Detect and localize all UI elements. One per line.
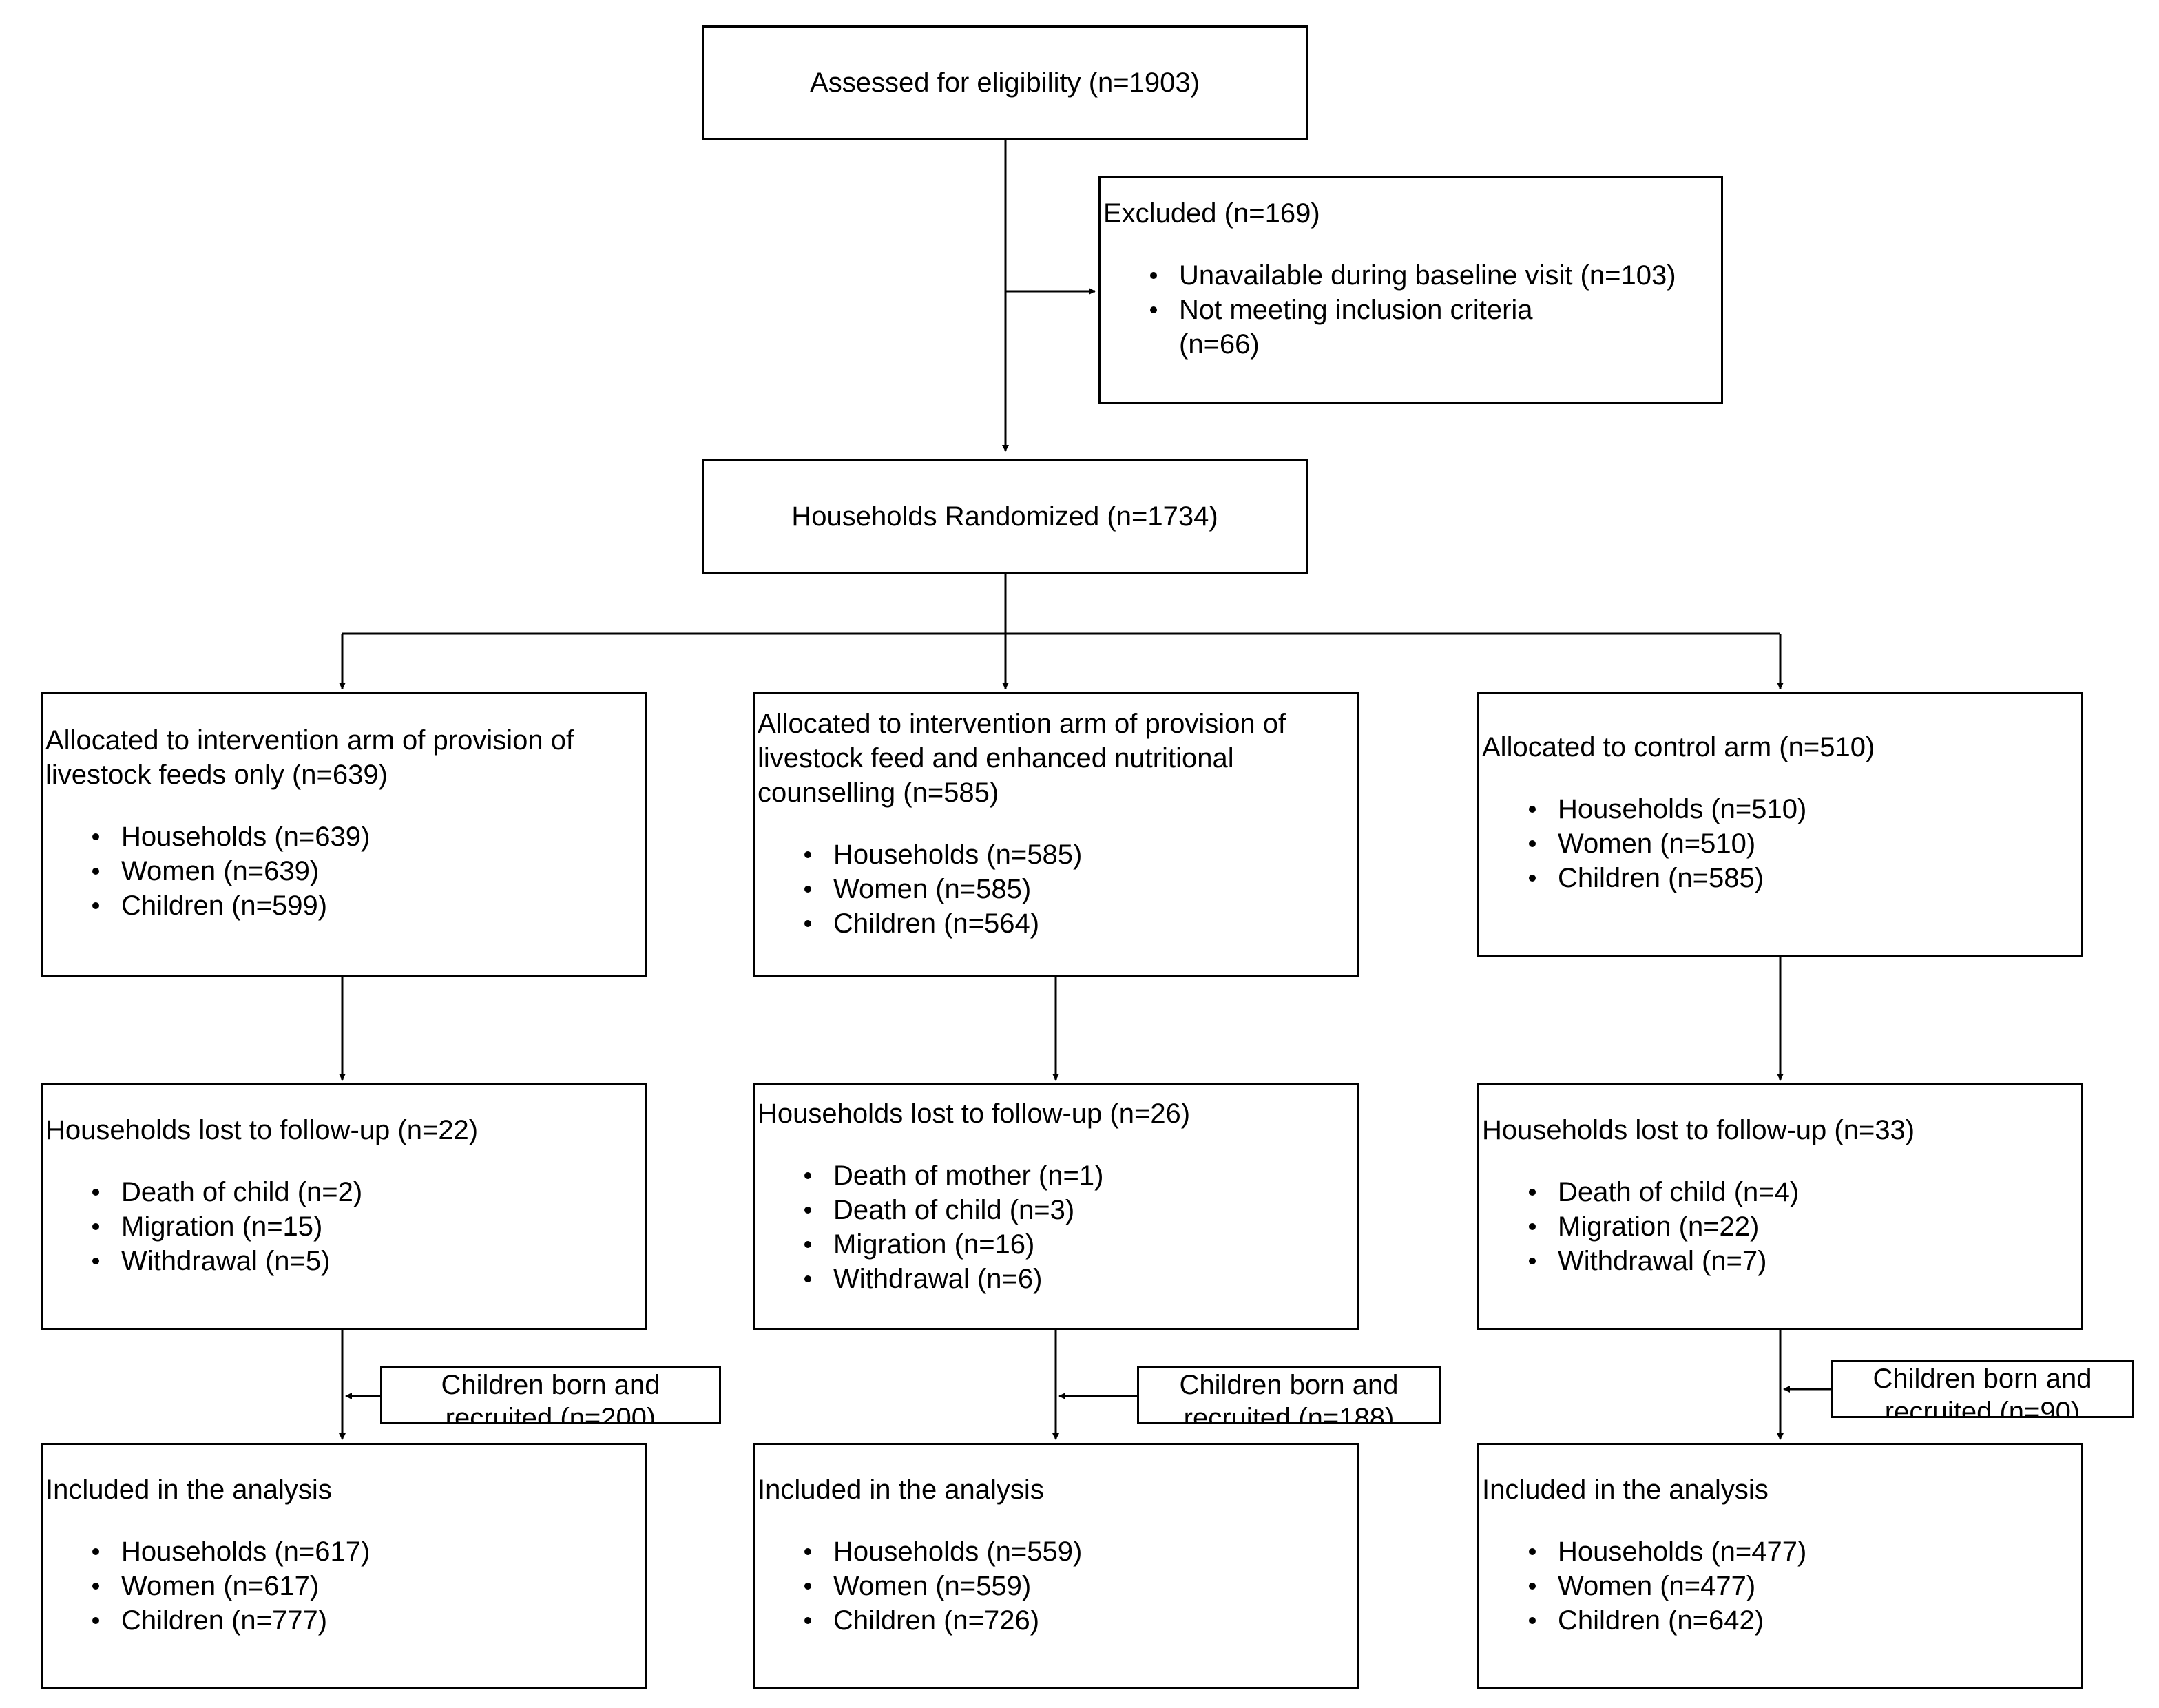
arm-2-analysis-title: Included in the analysis — [758, 1475, 1044, 1505]
list-item: Women (n=477) — [1529, 1569, 2081, 1603]
arm-1-analysis-list: Households (n=617) Women (n=617) Childre… — [45, 1534, 645, 1638]
arm-3-analysis-title: Included in the analysis — [1482, 1475, 1769, 1505]
arm-1-allocation-title: Allocated to intervention arm of provisi… — [45, 725, 574, 790]
arm-2-allocation-title: Allocated to intervention arm of provisi… — [758, 709, 1286, 808]
list-item: Death of child (n=3) — [804, 1193, 1357, 1227]
list-item: Households (n=559) — [804, 1534, 1357, 1569]
list-item: Withdrawal (n=5) — [92, 1244, 645, 1278]
arm-3-allocation-list: Households (n=510) Women (n=510) Childre… — [1482, 792, 2081, 895]
assessed-box: Assessed for eligibility (n=1903) — [702, 25, 1308, 140]
list-item: Migration (n=15) — [92, 1209, 645, 1244]
excluded-title: Excluded (n=169) — [1103, 198, 1320, 229]
list-item: Women (n=559) — [804, 1569, 1357, 1603]
list-item: Women (n=510) — [1529, 826, 2081, 861]
list-item: Households (n=585) — [804, 837, 1357, 872]
list-item: Households (n=510) — [1529, 792, 2081, 826]
list-item: Withdrawal (n=7) — [1529, 1244, 2081, 1278]
list-item: Children (n=726) — [804, 1603, 1357, 1638]
excluded-box: Excluded (n=169) Unavailable during base… — [1098, 176, 1723, 404]
arm-1-lost-list: Death of child (n=2) Migration (n=15) Wi… — [45, 1175, 645, 1278]
arm-3-allocation-title: Allocated to control arm (n=510) — [1482, 732, 1875, 762]
randomized-box: Households Randomized (n=1734) — [702, 459, 1308, 574]
list-item: Households (n=617) — [92, 1534, 645, 1569]
arm-2-lost-list: Death of mother (n=1) Death of child (n=… — [758, 1158, 1357, 1296]
arm-1-analysis-title: Included in the analysis — [45, 1475, 332, 1505]
excluded-list: Unavailable during baseline visit (n=103… — [1103, 258, 1721, 362]
excluded-item: Unavailable during baseline visit (n=103… — [1150, 258, 1693, 293]
list-item: Withdrawal (n=6) — [804, 1262, 1357, 1296]
list-item: Households (n=639) — [92, 820, 645, 854]
arm-1-allocation-box: Allocated to intervention arm of provisi… — [41, 692, 647, 977]
list-item: Death of child (n=4) — [1529, 1175, 2081, 1209]
list-item: Children (n=585) — [1529, 861, 2081, 895]
arm-2-allocation-list: Households (n=585) Women (n=585) Childre… — [758, 837, 1357, 941]
list-item: Migration (n=16) — [804, 1227, 1357, 1262]
arm-2-born-box: Children born and recruited (n=188) — [1137, 1366, 1441, 1424]
list-item: Women (n=585) — [804, 872, 1357, 906]
arm-2-born-text: Children born and recruited (n=188) — [1179, 1370, 1399, 1424]
arm-1-analysis-box: Included in the analysis Households (n=6… — [41, 1443, 647, 1689]
list-item: Death of child (n=2) — [92, 1175, 645, 1209]
list-item: Death of mother (n=1) — [804, 1158, 1357, 1193]
arm-2-lost-title: Households lost to follow-up (n=26) — [758, 1098, 1191, 1129]
list-item: Children (n=599) — [92, 888, 645, 923]
list-item: Children (n=564) — [804, 906, 1357, 941]
arm-1-born-box: Children born and recruited (n=200) — [380, 1366, 721, 1424]
list-item: Women (n=639) — [92, 854, 645, 888]
list-item: Children (n=777) — [92, 1603, 645, 1638]
assessed-text: Assessed for eligibility (n=1903) — [810, 67, 1200, 98]
arm-3-allocation-box: Allocated to control arm (n=510) Househo… — [1477, 692, 2083, 957]
arm-2-analysis-box: Included in the analysis Households (n=5… — [753, 1443, 1359, 1689]
arm-3-born-text: Children born and recruited (n=90) — [1873, 1364, 2092, 1418]
list-item: Households (n=477) — [1529, 1534, 2081, 1569]
arm-1-lost-title: Households lost to follow-up (n=22) — [45, 1115, 479, 1145]
randomized-text: Households Randomized (n=1734) — [791, 501, 1218, 532]
arm-3-lost-title: Households lost to follow-up (n=33) — [1482, 1115, 1915, 1145]
arm-2-allocation-box: Allocated to intervention arm of provisi… — [753, 692, 1359, 977]
list-item: Migration (n=22) — [1529, 1209, 2081, 1244]
arm-3-analysis-box: Included in the analysis Households (n=4… — [1477, 1443, 2083, 1689]
arm-2-lost-box: Households lost to follow-up (n=26) Deat… — [753, 1083, 1359, 1330]
list-item: Children (n=642) — [1529, 1603, 2081, 1638]
arm-1-allocation-list: Households (n=639) Women (n=639) Childre… — [45, 820, 645, 923]
arm-3-analysis-list: Households (n=477) Women (n=477) Childre… — [1482, 1534, 2081, 1638]
arm-3-lost-list: Death of child (n=4) Migration (n=22) Wi… — [1482, 1175, 2081, 1278]
excluded-item: Not meeting inclusion criteria (n=66) — [1150, 293, 1565, 362]
arm-1-lost-box: Households lost to follow-up (n=22) Deat… — [41, 1083, 647, 1330]
arm-3-born-box: Children born and recruited (n=90) — [1831, 1360, 2134, 1418]
arm-2-analysis-list: Households (n=559) Women (n=559) Childre… — [758, 1534, 1357, 1638]
arm-1-born-text: Children born and recruited (n=200) — [441, 1370, 660, 1424]
list-item: Women (n=617) — [92, 1569, 645, 1603]
arm-3-lost-box: Households lost to follow-up (n=33) Deat… — [1477, 1083, 2083, 1330]
